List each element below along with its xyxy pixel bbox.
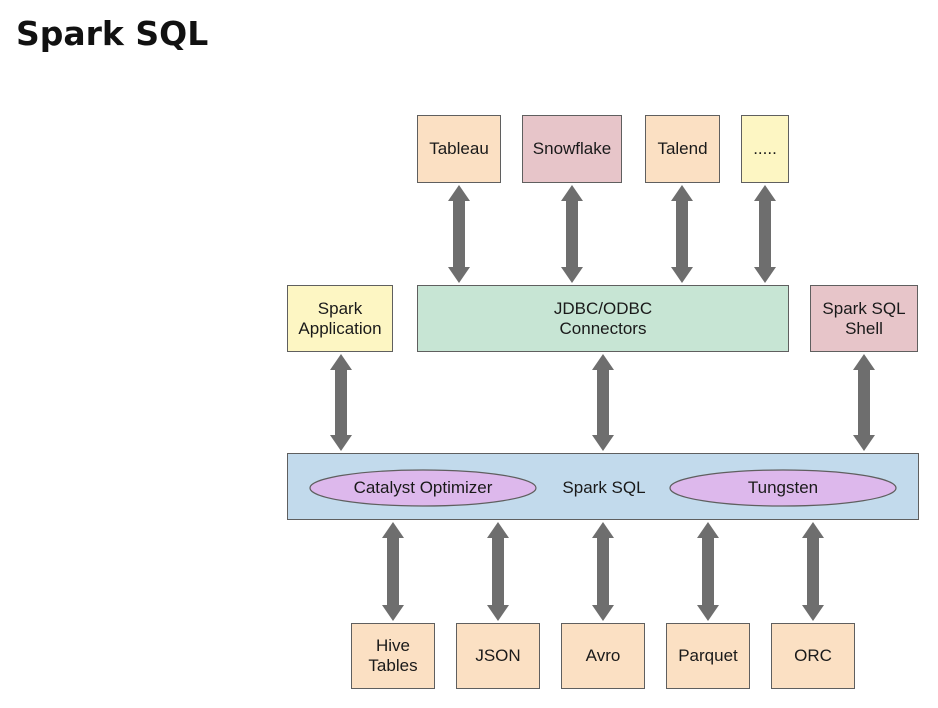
arrow-talend-connectors bbox=[671, 185, 693, 283]
source-box-hive-tables: Hive Tables bbox=[351, 623, 435, 689]
jdbc-odbc-connectors-box: JDBC/ODBC Connectors bbox=[417, 285, 789, 352]
arrow-snowflake-connectors bbox=[561, 185, 583, 283]
spark-sql-shell-box: Spark SQL Shell bbox=[810, 285, 918, 352]
arrow-tableau-connectors bbox=[448, 185, 470, 283]
source-box-orc: ORC bbox=[771, 623, 855, 689]
arrow-application-engine bbox=[330, 354, 352, 451]
spark-sql-label: Spark SQL bbox=[562, 478, 646, 497]
arrow-engine-hive bbox=[382, 522, 404, 621]
tool-box-talend: Talend bbox=[645, 115, 720, 183]
tool-box-more: ..... bbox=[741, 115, 789, 183]
arrow-engine-parquet bbox=[697, 522, 719, 621]
tool-box-tableau: Tableau bbox=[417, 115, 501, 183]
tool-box-snowflake: Snowflake bbox=[522, 115, 622, 183]
arrow-connectors-engine bbox=[592, 354, 614, 451]
arrow-more-connectors bbox=[754, 185, 776, 283]
arrow-shell-engine bbox=[853, 354, 875, 451]
catalyst-optimizer-label: Catalyst Optimizer bbox=[353, 478, 493, 497]
arrow-engine-orc bbox=[802, 522, 824, 621]
source-box-json: JSON bbox=[456, 623, 540, 689]
page-title: Spark SQL bbox=[16, 14, 209, 53]
source-box-avro: Avro bbox=[561, 623, 645, 689]
spark-application-box: Spark Application bbox=[287, 285, 393, 352]
source-box-parquet: Parquet bbox=[666, 623, 750, 689]
tungsten-label: Tungsten bbox=[747, 478, 819, 497]
arrow-engine-json bbox=[487, 522, 509, 621]
arrow-engine-avro bbox=[592, 522, 614, 621]
